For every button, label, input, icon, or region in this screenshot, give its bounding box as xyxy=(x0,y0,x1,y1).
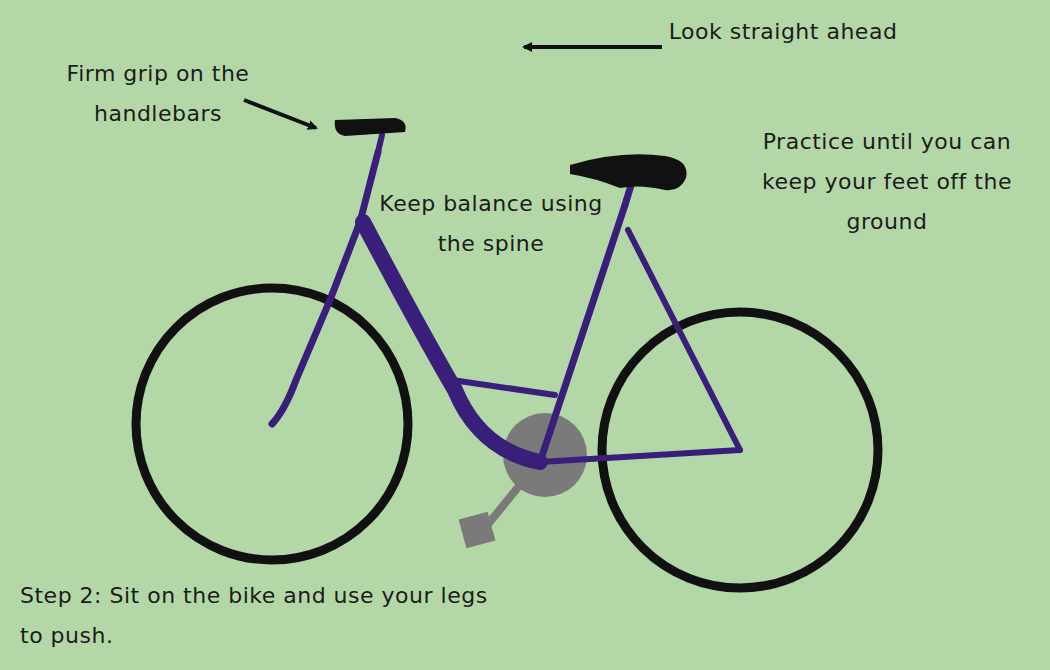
pointer-arrow xyxy=(524,45,662,49)
step-caption: Step 2: Sit on the bike and use your leg… xyxy=(20,576,490,656)
bike-frame xyxy=(272,135,740,462)
crank xyxy=(485,460,540,528)
instruction-label: Firm grip on the handlebars xyxy=(22,54,294,134)
instruction-label: Practice until you can keep your feet of… xyxy=(752,122,1022,242)
instruction-label: Look straight ahead xyxy=(668,12,898,52)
handlebar xyxy=(335,118,406,136)
pedal xyxy=(459,512,496,549)
pointer-arrow xyxy=(244,100,316,128)
saddle xyxy=(570,154,687,190)
instruction-label: Keep balance using the spine xyxy=(378,184,604,264)
